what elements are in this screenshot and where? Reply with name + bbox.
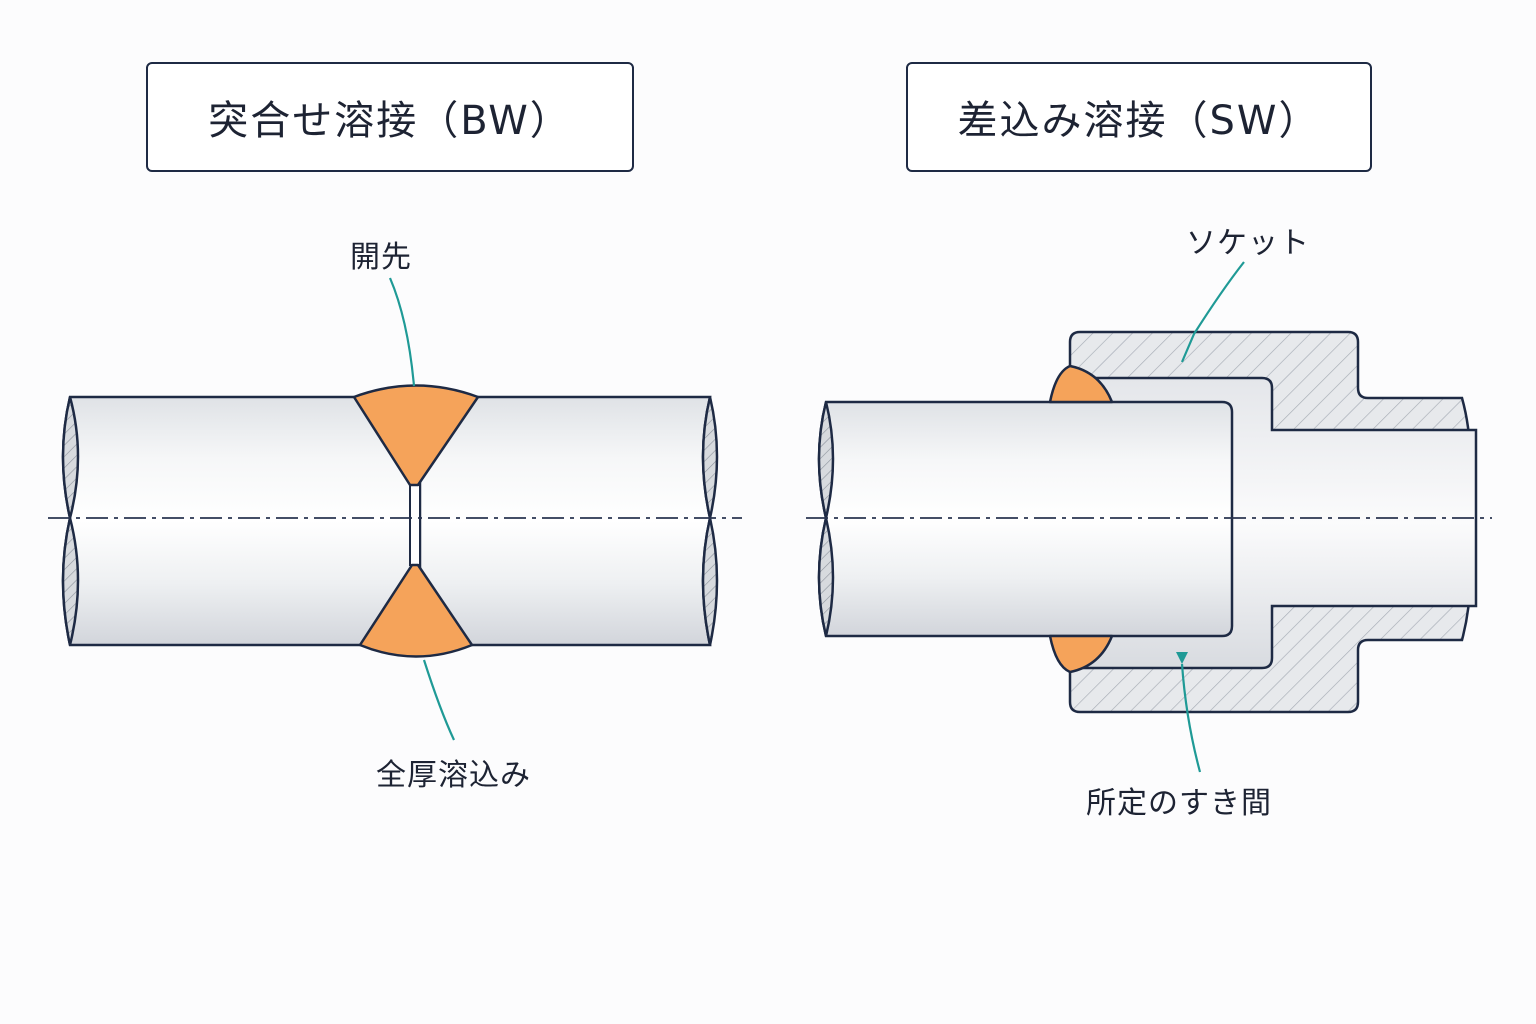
butt-weld-title: 突合せ溶接（BW） (146, 62, 634, 172)
left-pipe-b (418, 395, 712, 647)
top-weld-bead (352, 384, 480, 487)
specified-gap-label: 所定のすき間 (1086, 786, 1272, 821)
leader-gap-arrowhead (1176, 652, 1188, 664)
socket-weld-title: 差込み溶接（SW） (906, 62, 1372, 172)
leader-penetration (422, 659, 455, 741)
socket-weld-assembly (817, 330, 1478, 714)
inserted-pipe-end-section (817, 401, 835, 637)
inserted-pipe (817, 400, 1234, 638)
bottom-weld-bead (358, 563, 474, 658)
bottom-fillet-weld (1048, 634, 1114, 674)
butt-weld-assembly (61, 384, 719, 658)
right-pipe-end-section (701, 396, 719, 646)
top-fillet-weld (1048, 364, 1114, 404)
socket-label: ソケット (1186, 226, 1310, 261)
groove-label: 開先 (350, 240, 412, 275)
leader-gap (1180, 663, 1202, 773)
leader-socket (1180, 261, 1245, 363)
leader-groove (388, 277, 416, 387)
root-gap (409, 484, 421, 566)
left-pipe-end-section (61, 396, 80, 646)
full-penetration-label: 全厚溶込み (376, 758, 531, 793)
left-pipe-a (61, 395, 414, 647)
